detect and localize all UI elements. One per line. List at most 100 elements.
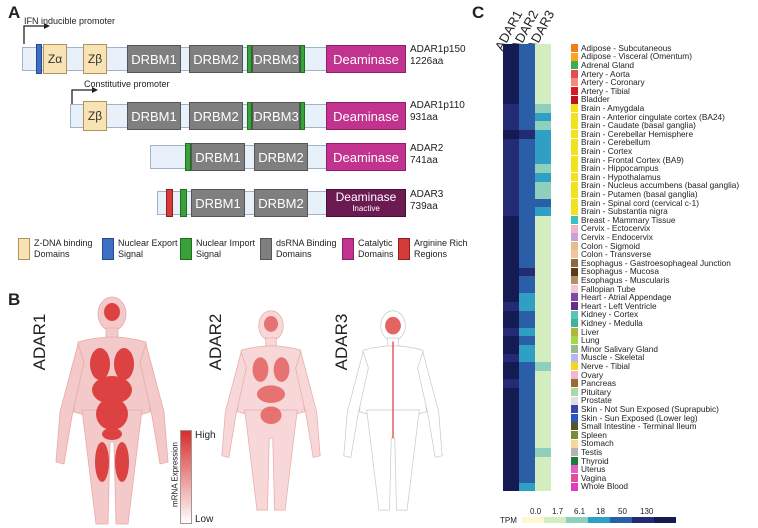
- z-beta-domain: Zβ: [83, 44, 107, 74]
- panel-c-label: C: [472, 3, 485, 22]
- panel-a-label: A: [8, 3, 21, 22]
- heatmap-cell: [535, 284, 551, 294]
- heatmap-cell: [503, 448, 519, 458]
- heatmap-cell: [519, 439, 535, 449]
- heatmap-cell: [535, 250, 551, 260]
- heatmap-cell: [519, 456, 535, 466]
- heatmap-cell: [503, 474, 519, 483]
- heatmap-cell: [535, 138, 551, 148]
- protein-length: 741aa: [410, 155, 438, 166]
- protein-length: 739aa: [410, 201, 438, 212]
- drbm1-domain: DRBM1: [127, 102, 181, 130]
- heatmap-cell: [503, 87, 519, 96]
- tissue-color-swatch: [571, 370, 578, 379]
- heatmap-cell: [503, 431, 519, 440]
- tissue-color-swatch: [571, 413, 578, 422]
- tissue-color-swatch: [571, 439, 578, 448]
- tissue-label: Kidney - Medulla: [581, 317, 643, 328]
- tissue-color-swatch: [571, 130, 578, 138]
- deaminase-label: Deaminase: [335, 190, 397, 204]
- heatmap-cell: [535, 310, 551, 320]
- heatmap-cell: [503, 164, 519, 174]
- heatmap-cell: [519, 147, 535, 157]
- tissue-label: Testis: [581, 446, 603, 457]
- heatmap-cell: [519, 138, 535, 148]
- heatmap-cell: [519, 396, 535, 406]
- heatmap-cell: [503, 78, 519, 88]
- tpm-tick-label: 1.7: [552, 507, 564, 516]
- heatmap-cell: [519, 69, 535, 79]
- heatmap-cell: [535, 130, 551, 139]
- tissue-color-swatch: [571, 284, 578, 293]
- deaminase-domain: Deaminase: [326, 102, 406, 130]
- heatmap-cell: [535, 388, 551, 397]
- tissue-color-swatch: [571, 241, 578, 250]
- tpm-tick-label: 50: [618, 507, 627, 516]
- tissue-label: Brain - Putamen (basal ganglia): [581, 188, 698, 199]
- scale-title: mRNA Expression: [170, 442, 180, 507]
- heatmap-cell: [519, 224, 535, 234]
- protein-length: 1226aa: [410, 56, 444, 67]
- tissue-color-swatch: [571, 396, 578, 405]
- heatmap-cell: [503, 112, 519, 122]
- tissue-color-swatch: [571, 267, 578, 276]
- legend-swatch: [342, 238, 354, 260]
- tissue-label: Bladder: [581, 94, 610, 105]
- heatmap-cell: [503, 379, 519, 389]
- heatmap-cell: [535, 207, 551, 217]
- z-alpha-domain: Zα: [43, 44, 67, 74]
- heatmap-cell: [519, 353, 535, 363]
- tissue-label: Brain - Cerebellar Hemisphere: [581, 128, 694, 139]
- legend-swatch: [180, 238, 192, 260]
- drbm3-domain: DRBM3: [252, 45, 300, 73]
- heatmap-cell: [519, 61, 535, 71]
- heatmap-cell: [503, 198, 519, 208]
- heatmap-cell: [503, 207, 519, 217]
- heatmap-cell: [519, 448, 535, 458]
- nls-marker: [185, 143, 191, 171]
- heatmap-cell: [503, 267, 519, 277]
- heatmap-cell: [535, 345, 551, 354]
- heatmap-cell: [519, 370, 535, 380]
- tissue-label: Adrenal Gland: [581, 59, 635, 70]
- heatmap-cell: [503, 396, 519, 406]
- heatmap-cell: [503, 353, 519, 363]
- tissue-color-swatch: [571, 456, 578, 465]
- tpm-tick-label: 130: [640, 507, 654, 516]
- heatmap-cell: [519, 190, 535, 200]
- heatmap-cell: [519, 233, 535, 243]
- heatmap-cell: [503, 413, 519, 423]
- heatmap-cell: [535, 233, 551, 243]
- heatmap-cell: [519, 379, 535, 389]
- heatmap-cell: [535, 327, 551, 337]
- panel-b-label: B: [8, 290, 21, 309]
- heatmap-cell: [503, 345, 519, 354]
- tissue-label: Kidney - Cortex: [581, 309, 639, 320]
- tissue-color-swatch: [571, 276, 578, 285]
- tissue-label: Ovary: [581, 369, 604, 380]
- heatmap-cell: [535, 224, 551, 234]
- heatmap-cell: [503, 302, 519, 311]
- tissue-color-swatch: [571, 207, 578, 216]
- heatmap-cell: [519, 44, 535, 53]
- tissue-label: Brain - Substantia nigra: [581, 206, 668, 217]
- tissue-color-swatch: [571, 388, 578, 396]
- tissue-label: Heart - Left Ventricle: [581, 300, 657, 311]
- heatmap-cell: [535, 474, 551, 483]
- heatmap-cell: [535, 155, 551, 165]
- heatmap-cell: [503, 405, 519, 415]
- heatmap-cell: [519, 121, 535, 131]
- tpm-tick-label: 0.0: [530, 507, 542, 516]
- heatmap-cell: [503, 284, 519, 294]
- tissue-label: Brain - Anterior cingulate cortex (BA24): [581, 111, 725, 122]
- heatmap-cell: [503, 362, 519, 372]
- heatmap-cell: [535, 319, 551, 329]
- heatmap-cell: [535, 336, 551, 346]
- heatmap-cell: [519, 52, 535, 62]
- tissue-label: Vagina: [581, 472, 607, 483]
- tpm-scale-segment: [610, 517, 632, 523]
- heatmap-cell: [535, 121, 551, 131]
- drbm2-domain: DRBM2: [254, 143, 308, 171]
- tissue-label: Brain - Cortex: [581, 145, 633, 156]
- tissue-label: Prostate: [581, 395, 612, 406]
